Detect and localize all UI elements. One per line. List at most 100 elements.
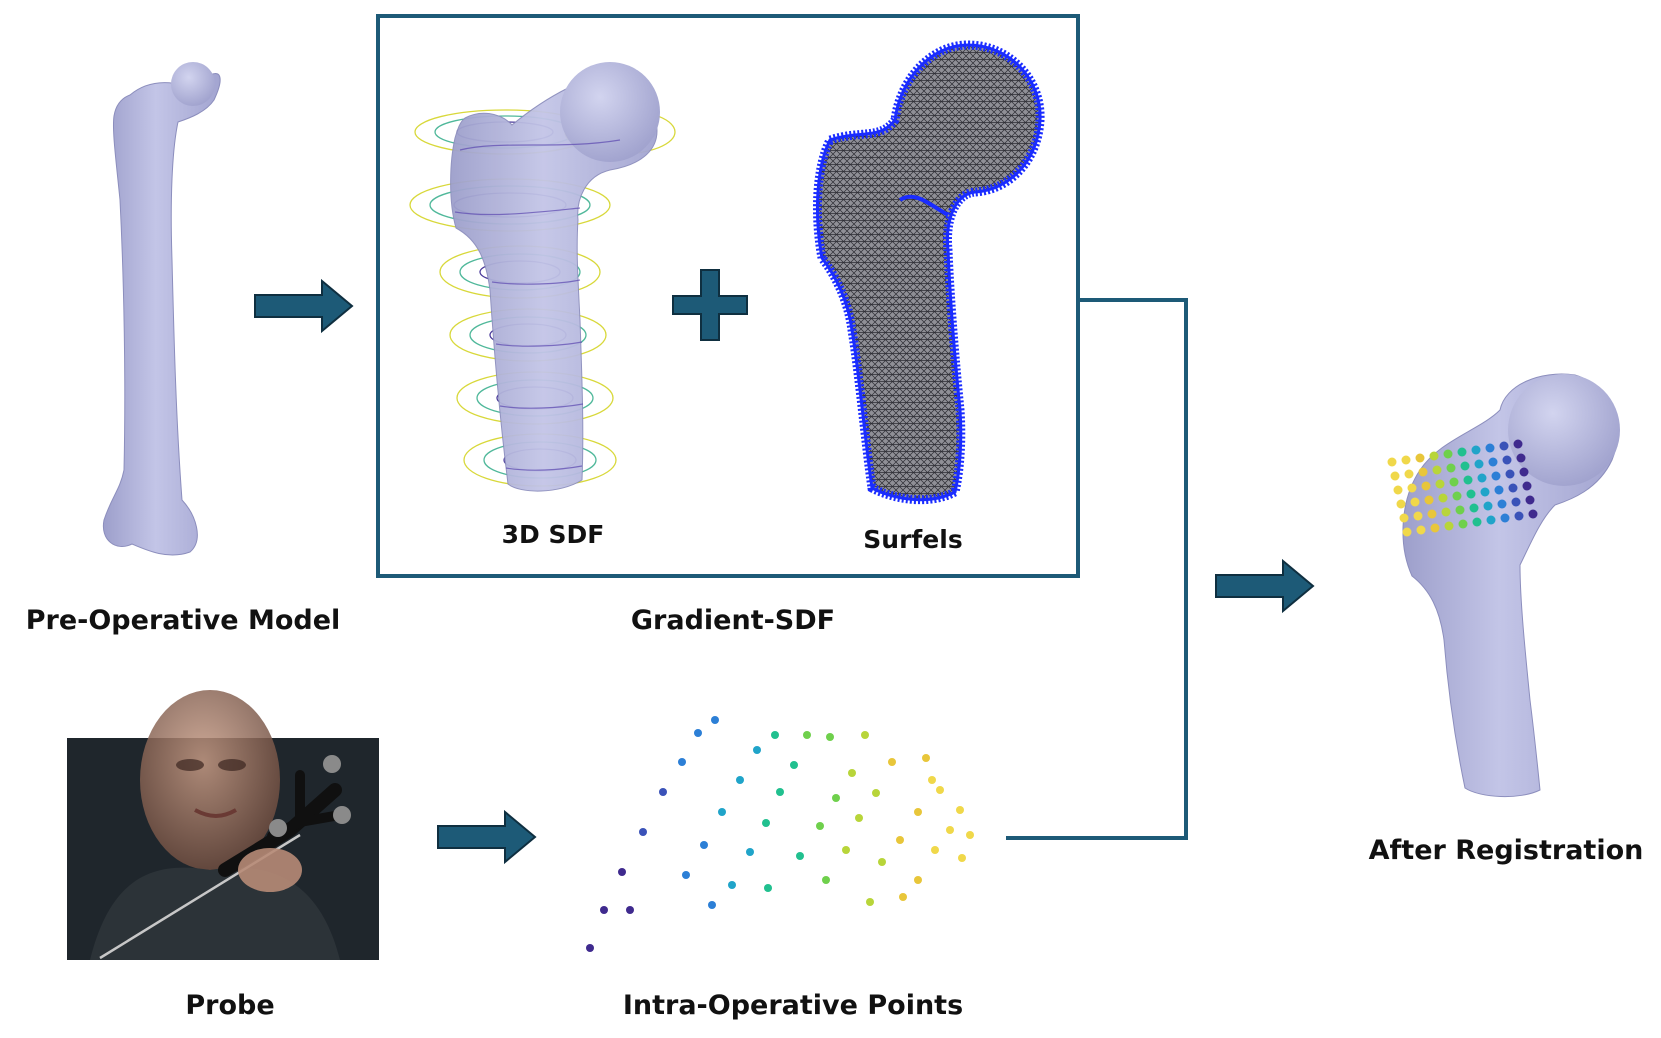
registered-point-marker bbox=[1452, 491, 1462, 501]
point-marker bbox=[848, 769, 856, 777]
point-marker bbox=[718, 808, 726, 816]
point-marker bbox=[586, 944, 594, 952]
intra-operative-points-label: Intra-Operative Points bbox=[622, 990, 964, 1021]
registered-point-marker bbox=[1435, 479, 1445, 489]
after-registration-label: After Registration bbox=[1368, 835, 1644, 866]
registered-point-marker bbox=[1483, 501, 1493, 511]
registered-point-marker bbox=[1438, 493, 1448, 503]
registered-point-marker bbox=[1516, 453, 1526, 463]
registered-point-marker bbox=[1457, 447, 1467, 457]
point-marker bbox=[600, 906, 608, 914]
registered-point-marker bbox=[1514, 511, 1524, 521]
registered-point-marker bbox=[1407, 483, 1417, 493]
registered-point-marker bbox=[1466, 489, 1476, 499]
registered-point-marker bbox=[1455, 505, 1465, 515]
pre-operative-model-label: Pre-Operative Model bbox=[25, 605, 341, 636]
point-marker bbox=[803, 731, 811, 739]
point-marker bbox=[771, 731, 779, 739]
after-registration-femur bbox=[1387, 373, 1620, 798]
registered-point-marker bbox=[1511, 497, 1521, 507]
point-marker bbox=[678, 758, 686, 766]
gradient-sdf-box bbox=[376, 14, 1080, 578]
point-marker bbox=[700, 841, 708, 849]
registered-point-marker bbox=[1477, 473, 1487, 483]
point-marker bbox=[914, 876, 922, 884]
gradient-sdf-label: Gradient-SDF bbox=[630, 605, 836, 636]
point-marker bbox=[753, 746, 761, 754]
point-marker bbox=[936, 786, 944, 794]
point-marker bbox=[896, 836, 904, 844]
registered-point-marker bbox=[1486, 515, 1496, 525]
point-marker bbox=[899, 893, 907, 901]
registered-point-marker bbox=[1443, 449, 1453, 459]
point-marker bbox=[866, 898, 874, 906]
point-marker bbox=[790, 761, 798, 769]
registered-point-marker bbox=[1525, 495, 1535, 505]
registered-point-marker bbox=[1415, 453, 1425, 463]
point-marker bbox=[878, 858, 886, 866]
registered-point-marker bbox=[1505, 469, 1515, 479]
point-marker bbox=[956, 806, 964, 814]
point-marker bbox=[764, 884, 772, 892]
point-marker bbox=[639, 828, 647, 836]
pre-operative-femur-model bbox=[102, 62, 221, 556]
sdf-3d-label: 3D SDF bbox=[501, 520, 605, 549]
point-marker bbox=[659, 788, 667, 796]
registered-point-marker bbox=[1393, 485, 1403, 495]
registered-point-marker bbox=[1528, 509, 1538, 519]
point-marker bbox=[855, 814, 863, 822]
registered-point-marker bbox=[1519, 467, 1529, 477]
point-marker bbox=[931, 846, 939, 854]
registered-point-marker bbox=[1413, 511, 1423, 521]
registered-point-marker bbox=[1421, 481, 1431, 491]
registered-point-marker bbox=[1502, 455, 1512, 465]
registered-point-marker bbox=[1401, 455, 1411, 465]
probe-photo bbox=[67, 690, 379, 960]
point-marker bbox=[746, 848, 754, 856]
registered-point-marker bbox=[1497, 499, 1507, 509]
surfels-femur-model bbox=[812, 40, 1045, 505]
plus-icon bbox=[672, 269, 748, 341]
point-marker bbox=[958, 854, 966, 862]
registered-point-marker bbox=[1491, 471, 1501, 481]
point-marker bbox=[816, 822, 824, 830]
registered-point-marker bbox=[1402, 527, 1412, 537]
registered-point-marker bbox=[1432, 465, 1442, 475]
registered-point-marker bbox=[1410, 497, 1420, 507]
point-marker bbox=[762, 819, 770, 827]
registered-point-marker bbox=[1399, 513, 1409, 523]
point-marker bbox=[711, 716, 719, 724]
point-marker bbox=[966, 831, 974, 839]
point-marker bbox=[888, 758, 896, 766]
point-marker bbox=[618, 868, 626, 876]
registered-point-marker bbox=[1463, 475, 1473, 485]
registered-point-marker bbox=[1494, 485, 1504, 495]
point-marker bbox=[928, 776, 936, 784]
point-marker bbox=[736, 776, 744, 784]
point-marker bbox=[922, 754, 930, 762]
point-marker bbox=[946, 826, 954, 834]
point-marker bbox=[832, 794, 840, 802]
point-marker bbox=[872, 789, 880, 797]
registered-point-marker bbox=[1499, 441, 1509, 451]
sdf-femur-model bbox=[450, 62, 660, 492]
point-marker bbox=[826, 733, 834, 741]
registered-point-marker bbox=[1390, 471, 1400, 481]
registered-point-marker bbox=[1387, 457, 1397, 467]
point-marker bbox=[796, 852, 804, 860]
registered-point-marker bbox=[1469, 503, 1479, 513]
right-arrow-icon bbox=[437, 809, 537, 865]
registered-point-marker bbox=[1446, 463, 1456, 473]
probe-label: Probe bbox=[185, 990, 275, 1021]
registered-point-marker bbox=[1472, 517, 1482, 527]
registered-point-marker bbox=[1424, 495, 1434, 505]
registered-point-marker bbox=[1449, 477, 1459, 487]
registered-point-marker bbox=[1430, 523, 1440, 533]
right-arrow-icon bbox=[254, 278, 354, 334]
point-marker bbox=[626, 906, 634, 914]
registered-point-marker bbox=[1474, 459, 1484, 469]
point-marker bbox=[776, 788, 784, 796]
point-marker bbox=[694, 729, 702, 737]
registered-point-marker bbox=[1427, 509, 1437, 519]
registered-point-marker bbox=[1396, 499, 1406, 509]
